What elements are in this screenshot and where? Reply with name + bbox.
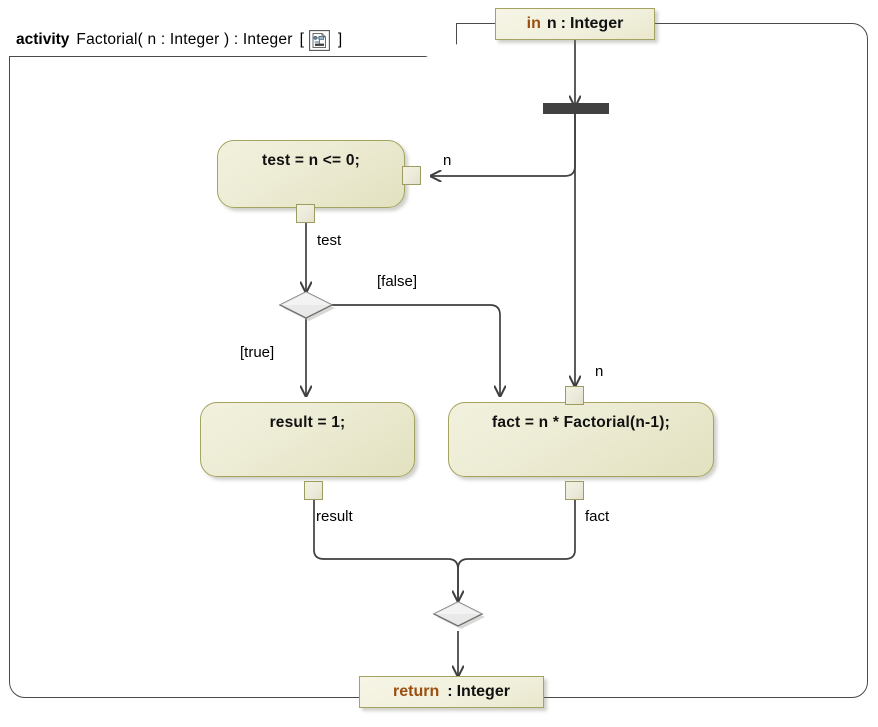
edge-label-fact-out: fact bbox=[585, 508, 610, 525]
return-param-keyword: return bbox=[393, 683, 440, 700]
action-test-label: test = n <= 0; bbox=[262, 152, 360, 169]
action-result[interactable]: result = 1; bbox=[200, 402, 415, 477]
input-param-type: Integer bbox=[569, 15, 624, 32]
pin-fact-output[interactable] bbox=[565, 481, 584, 500]
activity-diagram-icon[interactable] bbox=[308, 29, 330, 51]
input-param-name: n bbox=[546, 15, 557, 32]
frame-signature: Factorial( n : Integer ) : Integer bbox=[76, 31, 293, 48]
merge-node[interactable] bbox=[430, 598, 488, 634]
bracket-open: [ bbox=[299, 31, 304, 48]
action-fact-label: fact = n * Factorial(n-1); bbox=[492, 414, 670, 431]
pin-test-input-n[interactable] bbox=[402, 166, 421, 185]
pin-result-output[interactable] bbox=[304, 481, 323, 500]
frame-keyword: activity bbox=[16, 31, 70, 48]
return-param-type: Integer bbox=[456, 683, 510, 700]
activity-frame bbox=[9, 23, 868, 698]
input-param-separator: : bbox=[560, 15, 566, 32]
action-fact[interactable]: fact = n * Factorial(n-1); bbox=[448, 402, 714, 477]
edge-label-guard-true: [true] bbox=[240, 344, 275, 361]
fork-node[interactable] bbox=[543, 103, 609, 114]
edge-label-result-out: result bbox=[316, 508, 353, 525]
frame-title: activity Factorial( n : Integer ) : Inte… bbox=[16, 27, 346, 53]
return-param-separator: : bbox=[447, 683, 453, 700]
action-result-label: result = 1; bbox=[269, 414, 346, 431]
input-param-direction: in bbox=[526, 15, 541, 32]
pin-test-output-test[interactable] bbox=[296, 204, 315, 223]
action-test[interactable]: test = n <= 0; bbox=[217, 140, 405, 208]
edge-label-guard-false: [false] bbox=[377, 273, 418, 290]
edge-label-n-to-fact: n bbox=[595, 363, 604, 380]
input-parameter-node[interactable]: in n : Integer bbox=[495, 8, 655, 40]
decision-node[interactable] bbox=[278, 288, 338, 324]
edge-label-test-out: test bbox=[317, 232, 342, 249]
bracket-close: ] bbox=[337, 31, 343, 48]
return-parameter-node[interactable]: return : Integer bbox=[359, 676, 544, 708]
pin-fact-input-n[interactable] bbox=[565, 386, 584, 405]
frame-tab bbox=[9, 23, 457, 57]
edge-label-n-to-test: n bbox=[443, 152, 452, 169]
